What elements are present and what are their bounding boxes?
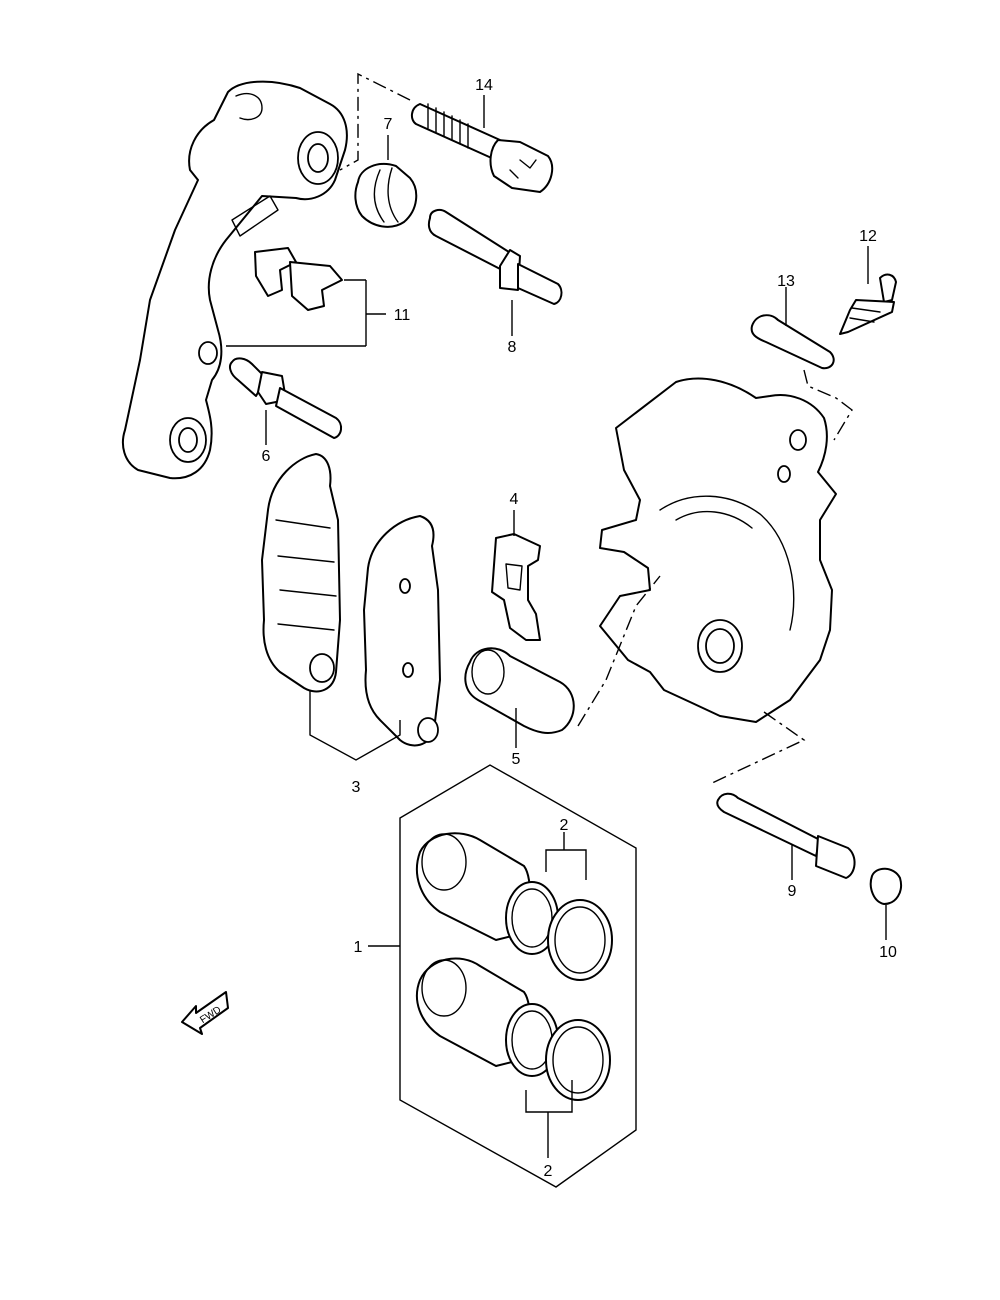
callout-3: 3 — [352, 779, 361, 796]
callout-11: 11 — [394, 307, 411, 324]
callout-9: 9 — [788, 883, 797, 900]
part-14-bolt — [410, 103, 554, 193]
part-4-clip — [491, 533, 541, 641]
callout-2-top: 2 — [560, 817, 569, 834]
part-3-pad-right — [363, 515, 441, 747]
callout-12: 12 — [859, 228, 877, 245]
part-5-pin — [464, 647, 575, 734]
callout-13: 13 — [777, 273, 795, 290]
part-1-piston-set — [399, 764, 637, 1188]
part-7-boot — [354, 163, 418, 228]
caliper-bracket — [121, 80, 348, 480]
callout-1: 1 — [354, 939, 363, 956]
callout-10: 10 — [879, 944, 897, 961]
callout-14: 14 — [475, 77, 493, 94]
part-3-pad-left — [261, 453, 341, 693]
callout-lines — [226, 95, 887, 1158]
callout-2-bottom: 2 — [544, 1163, 553, 1180]
callout-5: 5 — [512, 751, 521, 768]
callout-8: 8 — [508, 339, 517, 356]
caliper-body — [599, 377, 837, 723]
callout-6: 6 — [262, 448, 271, 465]
part-9-pin — [716, 792, 856, 879]
part-11-pad-spring — [254, 247, 343, 311]
part-10-plug — [869, 867, 902, 905]
assembly-lines — [339, 72, 853, 785]
callout-4: 4 — [510, 491, 519, 508]
callout-labels: 1 2 2 3 4 5 6 7 8 9 10 11 12 13 14 — [262, 77, 897, 1180]
part-8-pin — [427, 209, 563, 305]
part-13-bleeder-cap — [750, 314, 835, 370]
callout-7: 7 — [384, 116, 393, 133]
part-6-pin — [229, 357, 342, 439]
fwd-arrow-icon: FWD — [181, 991, 229, 1035]
part-12-bleeder-valve — [839, 273, 897, 335]
